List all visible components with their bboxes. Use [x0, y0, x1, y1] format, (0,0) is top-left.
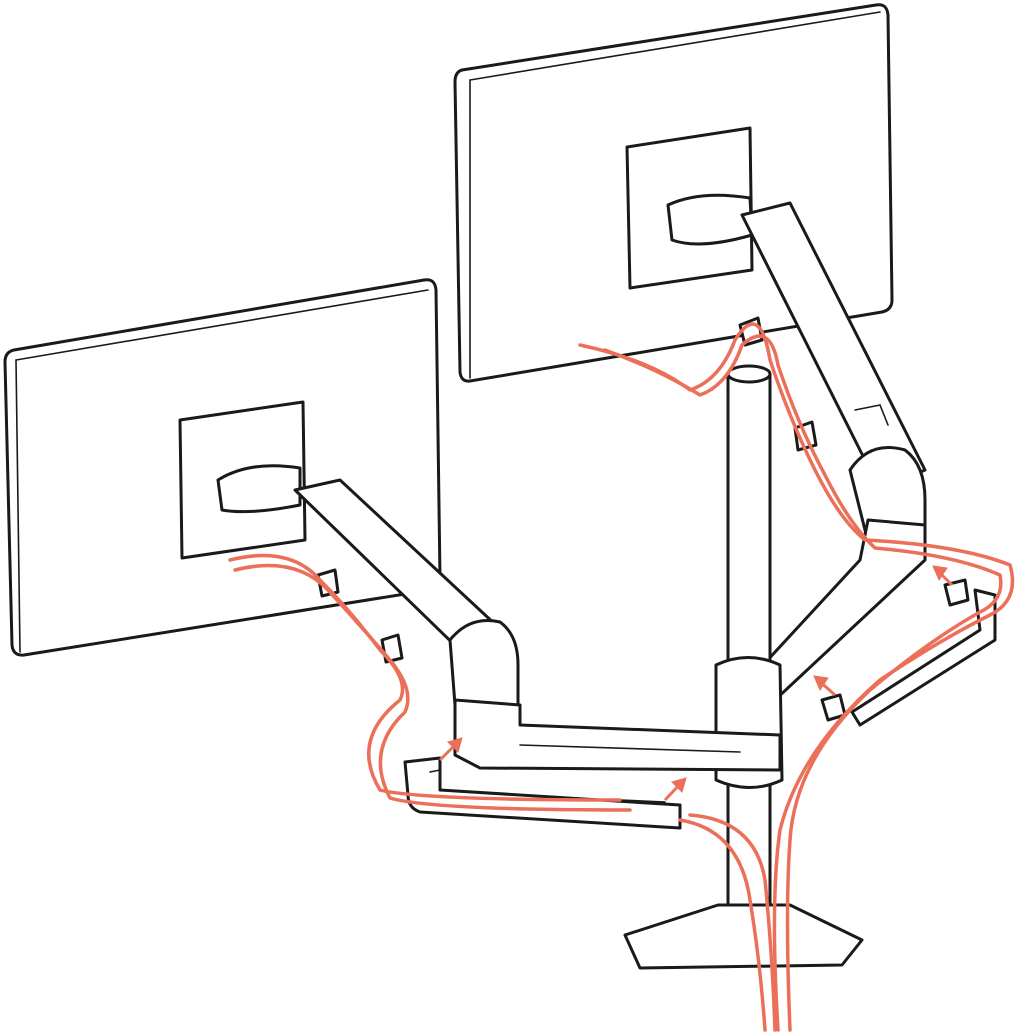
left-lower-arm — [453, 698, 782, 772]
cable-routing-arrow-icon — [438, 737, 463, 762]
desk-clamp-base — [623, 903, 864, 970]
cable-routing-arrow-icon — [932, 565, 954, 587]
cable-routing-arrow-icon — [813, 675, 836, 697]
left-monitor — [3, 278, 442, 657]
left-upper-arm — [216, 464, 520, 712]
cable-routing-arrow-icon — [663, 777, 687, 802]
cable-routing-arrows — [438, 565, 954, 802]
right-cable-tray — [820, 578, 997, 727]
pole — [714, 364, 784, 917]
cables — [228, 322, 1015, 1032]
